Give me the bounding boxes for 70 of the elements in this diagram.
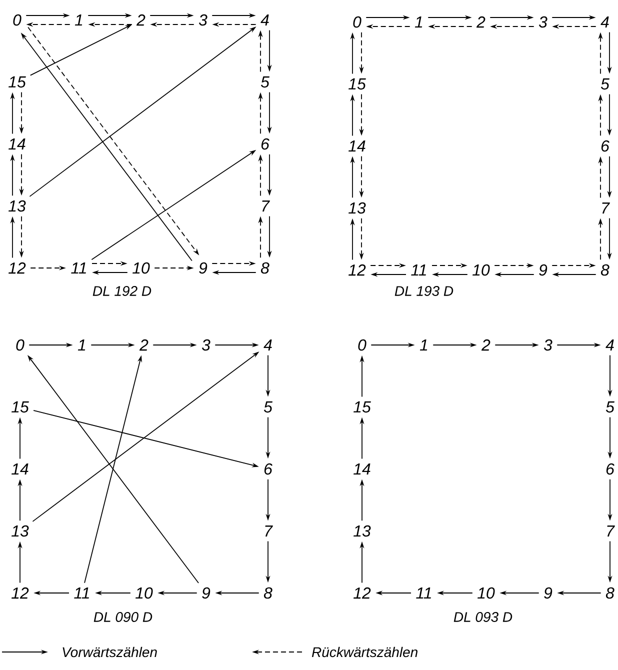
state-number: 12 (348, 264, 366, 276)
state-number: 14 (12, 464, 28, 474)
state-number: 5 (264, 401, 272, 413)
state-number: 15 (8, 76, 26, 88)
state-number: 1 (74, 14, 82, 26)
state-number: 1 (414, 16, 422, 28)
state-number: 10 (478, 587, 495, 599)
state-number: 13 (8, 200, 26, 212)
state-number: 2 (139, 339, 148, 351)
state-number: 9 (544, 587, 552, 599)
state-number: 12 (8, 262, 26, 274)
state-number: 4 (264, 340, 272, 350)
state-number: 10 (136, 587, 153, 599)
state-number: 10 (132, 262, 150, 274)
state-number: 5 (260, 76, 270, 88)
state-number: 6 (601, 140, 610, 152)
state-number: 11 (74, 588, 89, 598)
state-number: 7 (607, 526, 615, 536)
state-number: 10 (472, 264, 490, 276)
state-number: 7 (262, 200, 270, 212)
state-number: 8 (264, 587, 272, 599)
state-number: 9 (202, 587, 210, 599)
part-name: DL 193 D (394, 286, 454, 296)
state-number: 2 (476, 16, 486, 28)
state-number: 11 (416, 588, 431, 598)
part-name: DL 090 D (94, 612, 152, 622)
state-number: 9 (539, 264, 548, 276)
state-number: 3 (198, 14, 208, 26)
state-number: 12 (12, 587, 29, 599)
state-number: 6 (264, 463, 272, 475)
state-number: 9 (199, 262, 208, 274)
state-number: 7 (602, 202, 610, 214)
state-number: 15 (354, 401, 371, 413)
state-number: 11 (71, 262, 86, 274)
state-number: 5 (606, 401, 614, 413)
state-number: 8 (606, 587, 614, 599)
state-number: 15 (348, 78, 366, 90)
state-number: 5 (600, 78, 610, 90)
state-number: 4 (260, 14, 269, 26)
state-number: 2 (136, 14, 146, 26)
state-number: 14 (8, 138, 26, 150)
state-number: 13 (12, 525, 29, 537)
state-number: 8 (600, 264, 610, 276)
state-number: 12 (354, 587, 371, 599)
state-number: 0 (353, 16, 362, 28)
state-number: 11 (411, 264, 426, 276)
state-number: 4 (600, 16, 609, 28)
state-number: 2 (481, 339, 490, 351)
state-number: 1 (420, 340, 428, 350)
state-number: 4 (606, 340, 614, 350)
state-number: 7 (265, 526, 273, 536)
state-number: 3 (202, 339, 210, 351)
state-number: 13 (348, 202, 366, 214)
state-number: 3 (544, 339, 552, 351)
state-number: 1 (78, 340, 86, 350)
state-number: 14 (354, 464, 370, 474)
state-number: 8 (260, 262, 270, 274)
state-number: 0 (13, 14, 22, 26)
state-number: 0 (358, 339, 366, 351)
state-number: 13 (354, 525, 371, 537)
legend-text: Rückwärtszählen (312, 646, 418, 658)
state-number: 0 (16, 339, 24, 351)
state-number: 6 (261, 138, 270, 150)
state-number: 15 (12, 401, 29, 413)
part-name: DL 093 D (454, 612, 512, 622)
legend-text: Vorwärtszählen (62, 646, 157, 658)
state-number: 6 (606, 463, 614, 475)
part-name: DL 192 D (92, 286, 152, 296)
state-number: 14 (348, 140, 366, 152)
state-number: 3 (538, 16, 548, 28)
